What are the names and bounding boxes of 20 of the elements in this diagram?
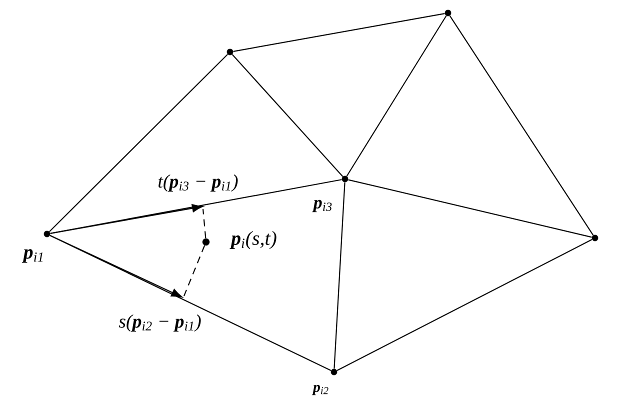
point-label: p$_{i3}$ [312,200,332,212]
dashed-line [202,208,206,238]
edge-label: s(p$_{i2}$ − p$_{i1}$) [118,313,202,333]
edge-line [49,54,228,232]
edge-line [449,16,594,236]
edge-line [348,179,592,238]
point-label: p$_{i1}$ [22,249,43,263]
edge-line [50,179,342,234]
edge-line [346,16,447,176]
edge-line [233,13,445,52]
edge-line [336,239,592,371]
edge-line [334,182,346,369]
point-label: p$_{i2}$ [312,384,328,396]
dashed-line [184,245,206,296]
arrow [50,234,182,298]
point-label: p$_{i}$(s,t) [230,230,276,250]
arrow [50,204,204,234]
edge-label: t(p$_{i3}$ − p$_{i1}$) [156,173,240,193]
edge-line [232,54,344,177]
vertex-dot [202,238,210,246]
